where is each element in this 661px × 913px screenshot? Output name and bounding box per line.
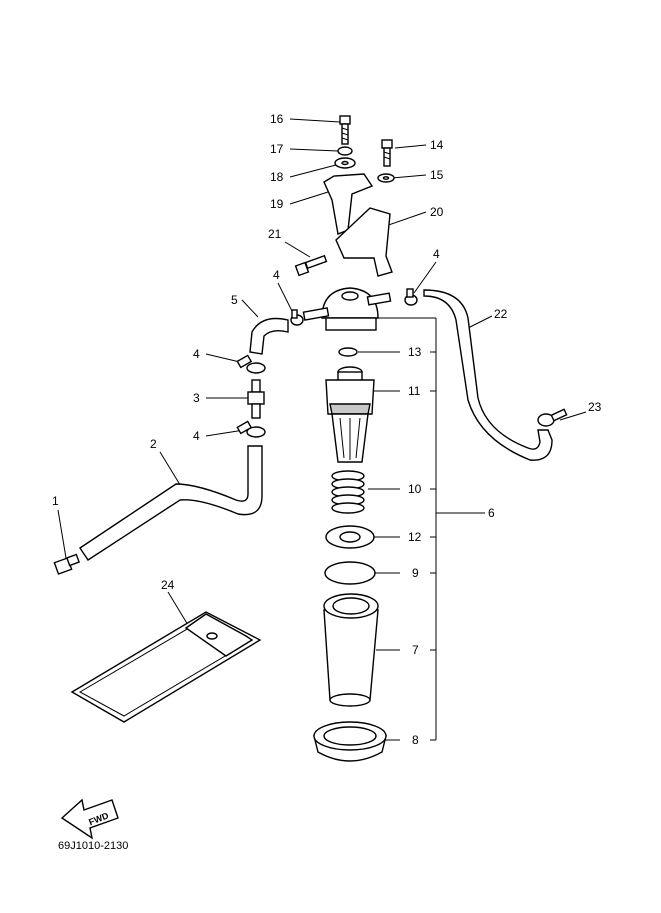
part-24-sheet [70,611,262,723]
label-1: 1 [52,494,59,508]
part-7-cup [323,593,379,707]
leader-lines [57,118,587,741]
label-15: 15 [430,168,444,182]
label-4-mid-lower: 4 [193,429,200,443]
label-17: 17 [270,142,284,156]
label-6: 6 [488,506,495,520]
label-21: 21 [268,227,282,241]
label-8: 8 [412,733,419,747]
part-22-hose [423,289,553,461]
label-7: 7 [412,643,419,657]
part-2-hose [79,445,263,561]
part-14-bolt [381,139,393,167]
part-4-clip-mid-upper [236,354,266,374]
part-18-washer [334,157,356,169]
label-4-upper-right: 4 [433,247,440,261]
label-4-upper-left: 4 [273,268,280,282]
part-20-bracket [335,207,393,277]
label-16: 16 [270,112,284,126]
fwd-arrow-icon: FWD [60,798,119,840]
label-22: 22 [494,307,508,321]
part-9-o-ring [324,561,376,585]
label-5: 5 [231,293,238,307]
part-15-washer [377,173,395,183]
label-9: 9 [412,566,419,580]
part-10-spring [331,470,365,514]
label-4-mid-upper: 4 [193,347,200,361]
label-24: 24 [161,578,175,592]
part-16-bolt [339,115,351,145]
part-21-screw [294,254,328,277]
label-19: 19 [270,197,284,211]
label-23: 23 [588,400,602,414]
part-4-clip-upper-right [404,288,418,306]
part-1-plug [53,553,80,575]
diagram-code: 69J1010-2130 [58,840,128,852]
part-3-joint [247,379,265,419]
label-10: 10 [408,482,422,496]
label-13: 13 [408,345,422,359]
part-labels: 16 17 18 19 14 15 20 21 4 4 5 22 4 3 4 2… [52,112,602,747]
label-14: 14 [430,138,444,152]
label-20: 20 [430,205,444,219]
part-23-clip [537,408,568,427]
label-2: 2 [150,437,157,451]
part-12-gasket [325,525,375,549]
part-13-o-ring [338,347,358,357]
part-8-ring-nut [313,721,387,762]
part-6-filter-head [302,287,392,331]
part-11-element [325,366,375,463]
part-4-clip-mid-lower [236,420,266,438]
part-19-bracket [323,173,374,235]
label-3: 3 [193,391,200,405]
label-11: 11 [408,384,421,398]
part-5-hose [249,317,289,355]
label-18: 18 [270,170,284,184]
label-12: 12 [408,530,422,544]
part-17-washer [337,146,353,156]
part-4-clip-upper-left [290,309,304,326]
